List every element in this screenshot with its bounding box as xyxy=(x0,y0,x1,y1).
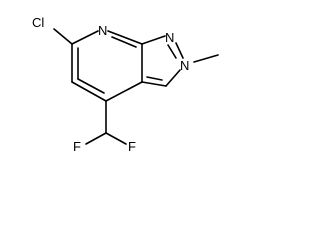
atom-label-f-right: F xyxy=(128,139,136,154)
bond-chf2-f-left xyxy=(85,132,107,145)
bond-c4-c5 xyxy=(71,81,107,102)
bond-c3-c3a xyxy=(141,81,167,87)
bond-c3-c3a-inner xyxy=(146,76,163,81)
bond-c7a-n1 xyxy=(141,35,166,45)
atom-label-n2: N xyxy=(180,58,189,73)
atom-label-n7: N xyxy=(98,23,107,38)
bond-c4-c5-inner xyxy=(77,78,105,94)
bond-n2-methyl xyxy=(193,54,219,63)
bond-n7-c7a xyxy=(107,30,143,45)
bond-n1-n2 xyxy=(175,42,184,59)
bond-c6-cl xyxy=(53,28,73,45)
atom-label-n1: N xyxy=(165,30,174,45)
atom-label-f-left: F xyxy=(73,139,81,154)
bond-n2-c3 xyxy=(165,69,181,87)
bond-c6-n7 xyxy=(71,30,99,45)
molecule-structure-diagram: Cl N N N F F xyxy=(32,15,219,154)
bond-chf2-f-right xyxy=(105,132,127,145)
bond-c3a-c4 xyxy=(105,81,143,102)
bond-n7-c7a-inner xyxy=(111,36,137,48)
atom-label-cl: Cl xyxy=(32,15,44,30)
bond-n1-n2-inner xyxy=(167,44,177,59)
